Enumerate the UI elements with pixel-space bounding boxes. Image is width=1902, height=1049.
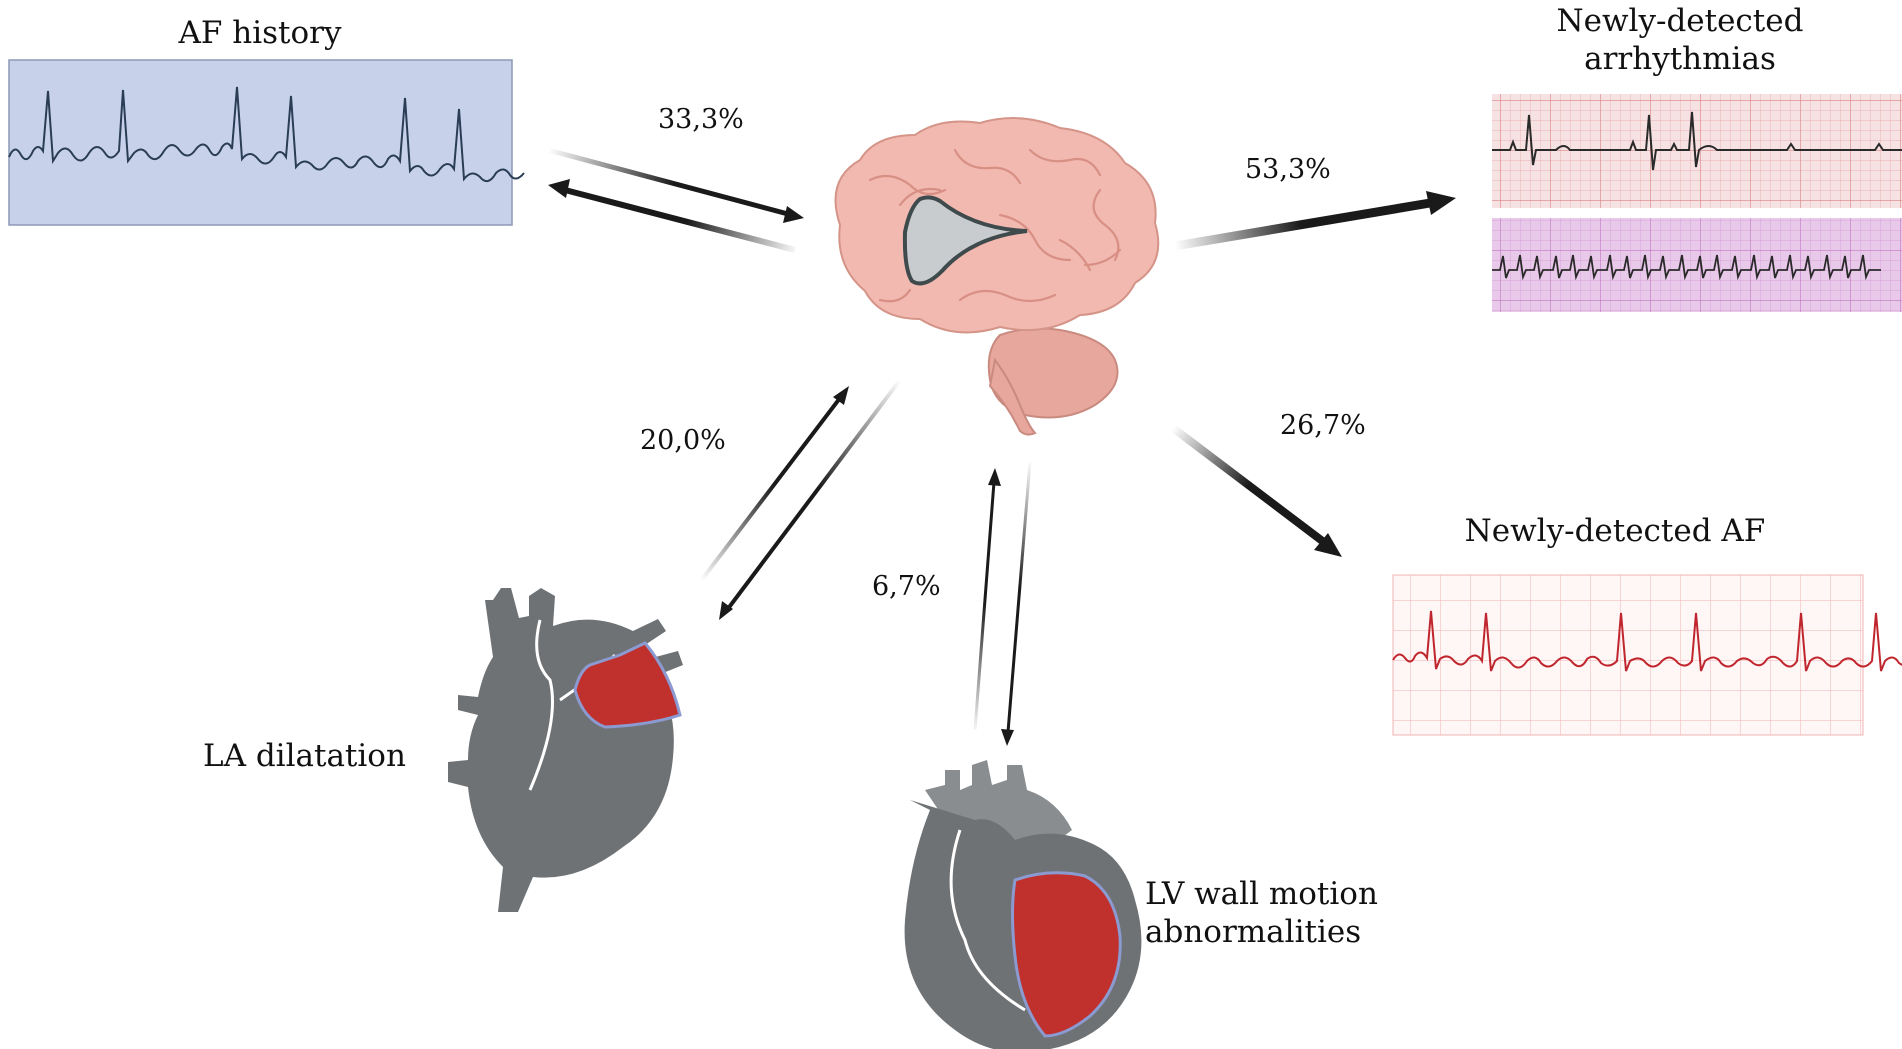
lv-wall-motion-label-line2: abnormalities [1145,914,1362,950]
af-history-label: AF history [178,15,342,51]
arrow-af-history-to-brain [547,147,804,223]
la-dilatation-label: LA dilatation [203,738,406,774]
arrows [547,147,1456,746]
af-history-ecg-trace [8,86,525,183]
arrow-brain-to-la [719,378,902,620]
arrhythmia-ecg-strip-1 [1492,94,1902,208]
arrow-la-to-brain [698,386,849,584]
newly-detected-arrhythmias-label: Newly-detected arrhythmias [1530,2,1830,78]
newly-detected-arrhythmias-label-line2: arrhythmias [1584,41,1776,77]
brain-illustration [834,117,1160,436]
newly-detected-arrhythmias-label-line1: Newly-detected [1556,3,1804,39]
arrow-brain-to-lv [1001,461,1032,746]
percentage-newly-detected-arrhythmias: 53,3% [1245,154,1331,185]
newly-detected-af-ecg-panel [1392,574,1902,736]
arrow-brain-to-arrhythmias [1174,191,1456,251]
brain-stem [988,357,1037,436]
arrow-brain-to-af-history [548,179,796,253]
percentage-lv-wall-motion: 6,7% [872,571,941,602]
lv-wall-motion-heart [904,760,1142,1049]
brain-cerebellum [987,327,1119,419]
brain-highlighted-region [902,195,1028,286]
percentage-newly-detected-af: 26,7% [1280,410,1366,441]
lv-wall-motion-label-line1: LV wall motion [1145,876,1378,912]
left-atrium-highlight [573,641,682,729]
af-history-ecg-panel [8,59,525,226]
arrow-lv-to-brain [973,468,1001,731]
arrow-brain-to-newly-detected-af [1170,424,1342,557]
newly-detected-af-ecg-trace [1392,610,1902,672]
percentage-la-dilatation: 20,0% [640,425,726,456]
arrhythmia-ecg-strip-2 [1492,218,1902,312]
lv-wall-motion-label: LV wall motion abnormalities [1145,875,1378,951]
newly-detected-af-label: Newly-detected AF [1464,513,1766,549]
la-dilatation-heart [448,588,683,912]
left-ventricle-highlight [1011,871,1122,1038]
percentage-af-history: 33,3% [658,104,744,135]
